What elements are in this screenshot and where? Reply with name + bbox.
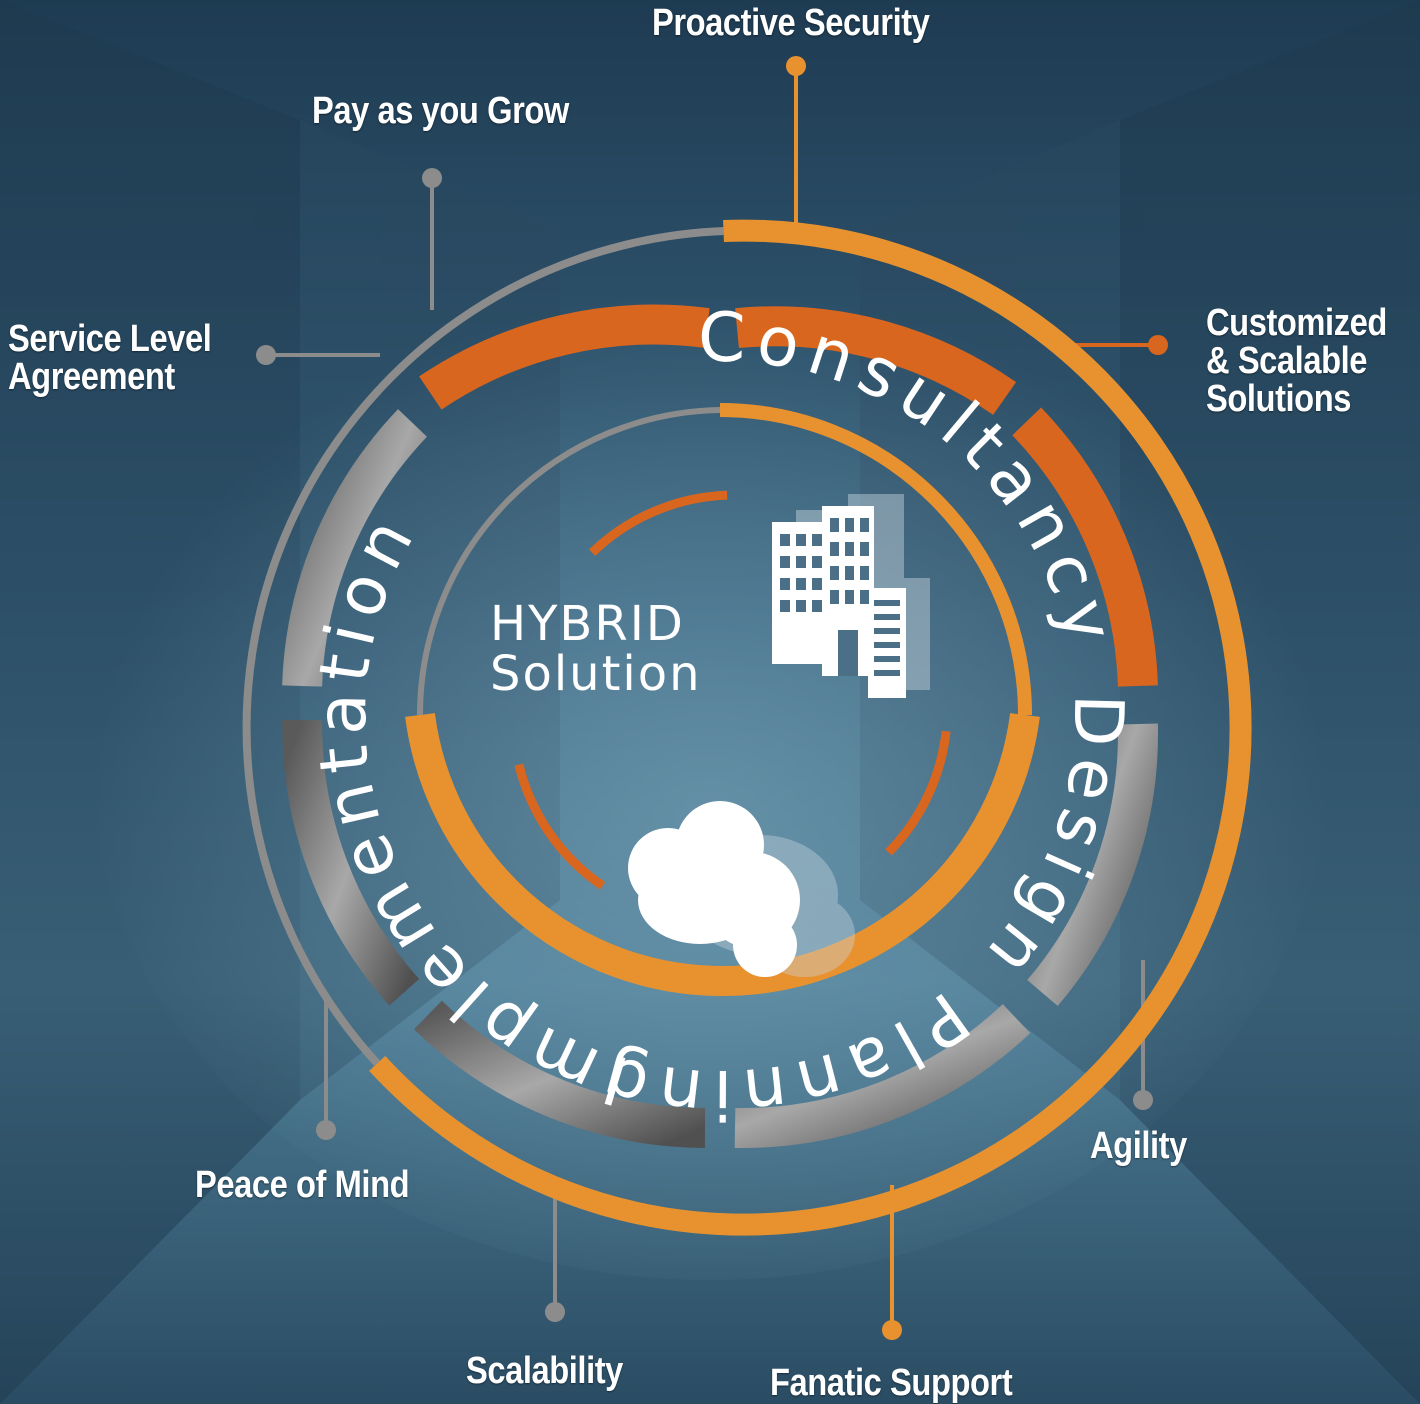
label-agility: Agility xyxy=(1090,1125,1187,1167)
center-subtitle: Solution xyxy=(490,646,702,702)
label-scalability: Scalability xyxy=(466,1350,623,1392)
connector-dot-customized xyxy=(1148,335,1168,355)
outer-ring xyxy=(242,219,1252,1236)
connector-dot-peace-of-mind xyxy=(316,1120,336,1140)
building-icon xyxy=(772,494,930,698)
connector-dot-agility xyxy=(1133,1090,1153,1110)
label-proactive-security: Proactive Security xyxy=(652,2,930,44)
label-customized-scalable-solutions: Customized & Scalable Solutions xyxy=(1206,302,1387,420)
connector-dot-scalability xyxy=(545,1302,565,1322)
middle-ring xyxy=(282,304,1158,1149)
inner-ring xyxy=(405,403,1040,996)
connector-dot-pay-as-you-grow xyxy=(422,168,442,188)
label-pay-as-you-grow: Pay as you Grow xyxy=(312,90,569,132)
center-title: HYBRID xyxy=(490,596,685,652)
core-arcs xyxy=(514,490,951,890)
label-fanatic-support: Fanatic Support xyxy=(770,1362,1013,1404)
label-service-level-agreement: Service Level Agreement xyxy=(8,318,212,398)
label-peace-of-mind: Peace of Mind xyxy=(195,1164,410,1206)
connector-dot-fanatic-support xyxy=(882,1320,902,1340)
connector-dot-proactive-security xyxy=(786,56,806,76)
cloud-icon xyxy=(628,801,855,977)
connector-dot-service-level xyxy=(256,345,276,365)
